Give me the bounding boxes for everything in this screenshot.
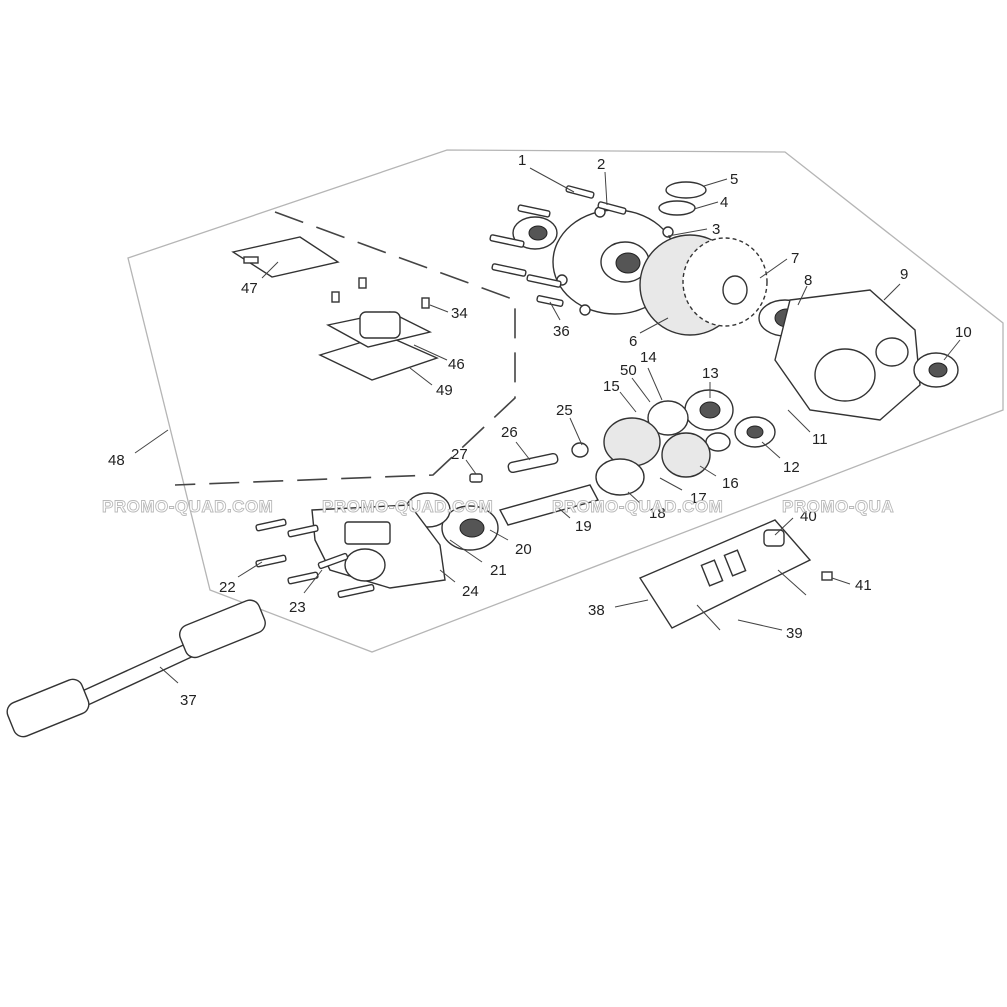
- watermark-2: PROMO-QUAD.COM: [322, 497, 493, 516]
- callout-11: 11: [812, 431, 828, 448]
- callout-10: 10: [955, 324, 972, 341]
- callout-40: 40: [800, 508, 817, 525]
- callout-13: 13: [702, 365, 719, 382]
- callout-7: 7: [791, 250, 799, 267]
- callout-3: 3: [712, 221, 720, 238]
- callout-12: 12: [783, 459, 800, 476]
- callout-22: 22: [219, 579, 236, 596]
- callout-46: 46: [448, 356, 465, 373]
- callout-34: 34: [451, 305, 468, 322]
- ring-gear-part: [639, 234, 768, 336]
- callout-37: 37: [180, 692, 197, 709]
- callout-17: 17: [690, 490, 707, 507]
- callout-9: 9: [900, 266, 908, 283]
- callout-24: 24: [462, 583, 479, 600]
- callout-50: 50: [620, 362, 637, 379]
- callout-16: 16: [722, 475, 739, 492]
- gearbox-front-housing-part: [311, 504, 446, 589]
- shaft-bearing-group: [647, 389, 776, 452]
- watermark-4: PROMO-QUA: [782, 497, 894, 516]
- actuator-motor-part: [318, 277, 439, 381]
- callout-21: 21: [490, 562, 507, 579]
- callout-49: 49: [436, 382, 453, 399]
- callout-2: 2: [597, 156, 605, 173]
- callout-39: 39: [786, 625, 803, 642]
- callout-27: 27: [451, 446, 468, 463]
- assembly-frame: [127, 149, 1004, 653]
- front-housing-bolts: [255, 518, 375, 599]
- callout-6: 6: [629, 333, 637, 350]
- callout-23: 23: [289, 599, 306, 616]
- propeller-shaft-part: [6, 599, 266, 738]
- callout-8: 8: [804, 272, 812, 289]
- callout-25: 25: [556, 402, 573, 419]
- callout-48: 48: [108, 452, 125, 469]
- bolt-set-cover: [489, 185, 627, 307]
- seal-right-part: [913, 352, 959, 388]
- skid-plate-part: [638, 519, 833, 629]
- bearing-cup-part: [658, 181, 707, 216]
- gear-set-part: [571, 417, 711, 496]
- callout-5: 5: [730, 171, 738, 188]
- callout-36: 36: [553, 323, 570, 340]
- callout-19: 19: [575, 518, 592, 535]
- callout-1: 1: [518, 152, 526, 169]
- differential-housing-part: [774, 289, 921, 421]
- callout-41: 41: [855, 577, 872, 594]
- watermark-1: PROMO-QUAD.COM: [102, 497, 273, 516]
- leader-lines: [134, 167, 961, 684]
- callout-15: 15: [603, 378, 620, 395]
- callout-47: 47: [241, 280, 258, 297]
- callout-20: 20: [515, 541, 532, 558]
- watermark-3: PROMO-QUAD.COM: [552, 497, 723, 516]
- plate-bolts-part: [696, 569, 807, 631]
- oil-seal-part: [512, 216, 558, 250]
- callout-14: 14: [640, 349, 657, 366]
- watermark-row: PROMO-QUAD.COM PROMO-QUAD.COM PROMO-QUAD…: [102, 497, 895, 517]
- subassembly-boundary: [174, 211, 516, 486]
- cover-plate-part: [231, 236, 340, 278]
- callout-18: 18: [649, 505, 666, 522]
- callout-labels: 1 2 3 4 5 6 7 8 9 10 11 12 13 14 15 16 1…: [108, 152, 972, 709]
- callout-38: 38: [588, 602, 605, 619]
- callout-26: 26: [501, 424, 518, 441]
- callout-4: 4: [720, 194, 728, 211]
